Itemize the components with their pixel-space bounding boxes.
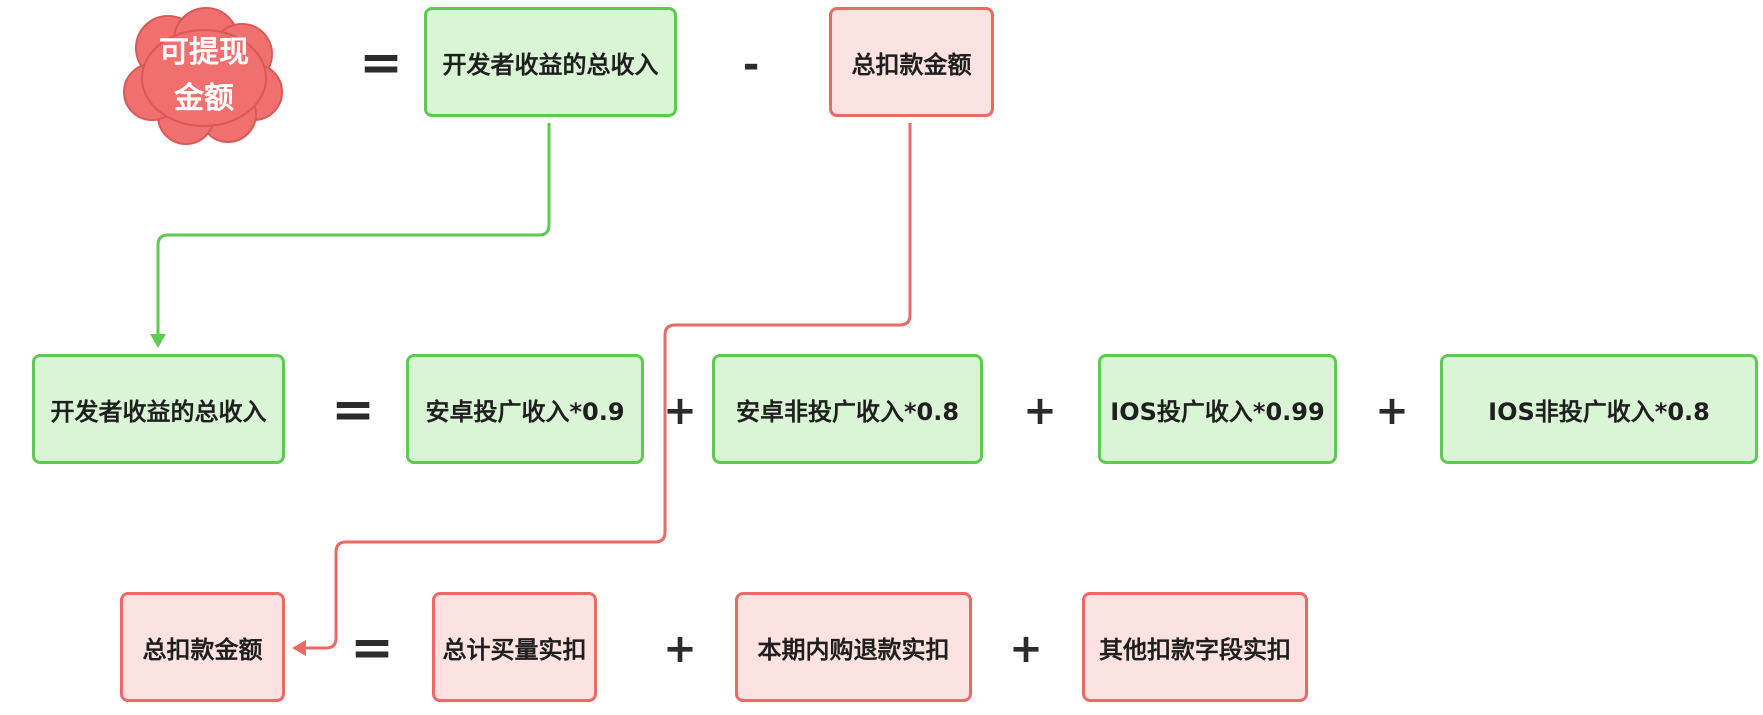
deduction-arrowhead xyxy=(292,640,306,656)
income-connector xyxy=(156,123,551,334)
plus-sign: + xyxy=(1009,626,1043,672)
plus-sign: + xyxy=(663,626,697,672)
in-app-purchase-refund-deduction-box: 本期内购退款实扣 xyxy=(735,592,972,702)
android-ad-income-box: 安卓投广收入*0.9 xyxy=(406,354,644,464)
total-user-acquisition-deduction-box: 总计买量实扣 xyxy=(432,592,597,702)
plus-sign: + xyxy=(1375,388,1409,434)
plus-sign: + xyxy=(1023,388,1057,434)
withdrawable-amount-label: 可提现 金额 xyxy=(159,35,249,116)
plus-sign: + xyxy=(663,388,697,434)
total-deduction-box: 总扣款金额 xyxy=(829,7,994,117)
developer-total-income-box: 开发者收益的总收入 xyxy=(424,7,677,117)
equals-sign: = xyxy=(359,33,403,93)
ios-ad-income-box: IOS投广收入*0.99 xyxy=(1098,354,1337,464)
cloud-icon xyxy=(123,7,283,145)
other-deduction-box: 其他扣款字段实扣 xyxy=(1082,592,1308,702)
minus-sign: - xyxy=(742,42,760,88)
developer-total-income-box-row2: 开发者收益的总收入 xyxy=(32,354,285,464)
deduction-connector xyxy=(306,123,912,650)
income-arrowhead xyxy=(150,334,166,348)
total-deduction-box-row3: 总扣款金额 xyxy=(120,592,285,702)
android-non-ad-income-box: 安卓非投广收入*0.8 xyxy=(712,354,983,464)
equals-sign-row3: = xyxy=(350,618,394,678)
equals-sign-row2: = xyxy=(331,380,375,440)
withdrawable-amount-cloud: 可提现 金额 xyxy=(118,6,290,146)
ios-non-ad-income-box: IOS非投广收入*0.8 xyxy=(1440,354,1758,464)
